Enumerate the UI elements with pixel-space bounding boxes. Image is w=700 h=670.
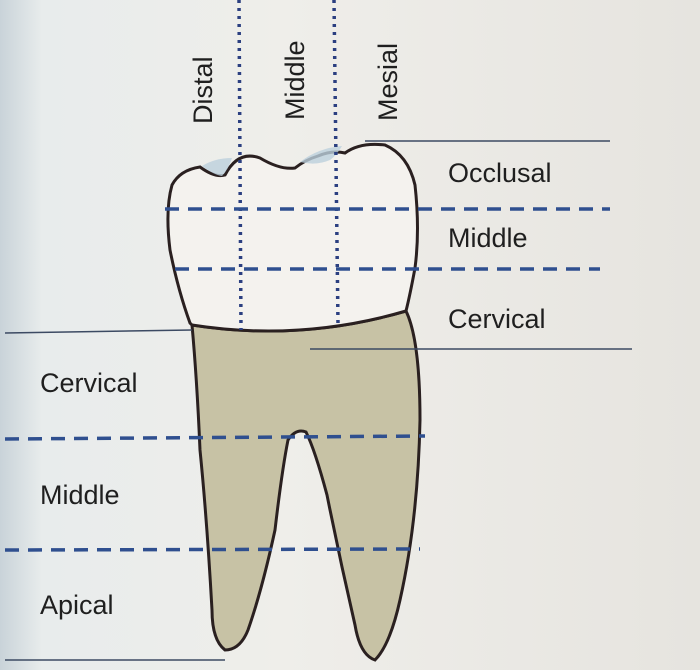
label-root-cervical: Cervical bbox=[40, 368, 138, 398]
tooth-root bbox=[190, 309, 422, 662]
cusp-highlight-distal bbox=[202, 158, 232, 176]
label-distal: Distal bbox=[188, 56, 218, 124]
label-middle-vertical: Middle bbox=[280, 40, 310, 120]
tooth-crown bbox=[166, 142, 419, 333]
root-dashed-line-upper bbox=[4, 434, 426, 441]
label-apical: Apical bbox=[40, 590, 114, 620]
label-crown-middle: Middle bbox=[448, 223, 528, 253]
label-occlusal: Occlusal bbox=[448, 158, 552, 188]
guide-line-cementoenamel bbox=[4, 329, 193, 334]
vertical-dotted-line-2 bbox=[332, 0, 340, 325]
label-root-middle: Middle bbox=[40, 480, 120, 510]
root-dashed-line-lower bbox=[4, 547, 421, 552]
cusp-highlight-mesial bbox=[300, 146, 342, 164]
label-crown-cervical: Cervical bbox=[448, 304, 546, 334]
label-mesial: Mesial bbox=[373, 42, 403, 121]
